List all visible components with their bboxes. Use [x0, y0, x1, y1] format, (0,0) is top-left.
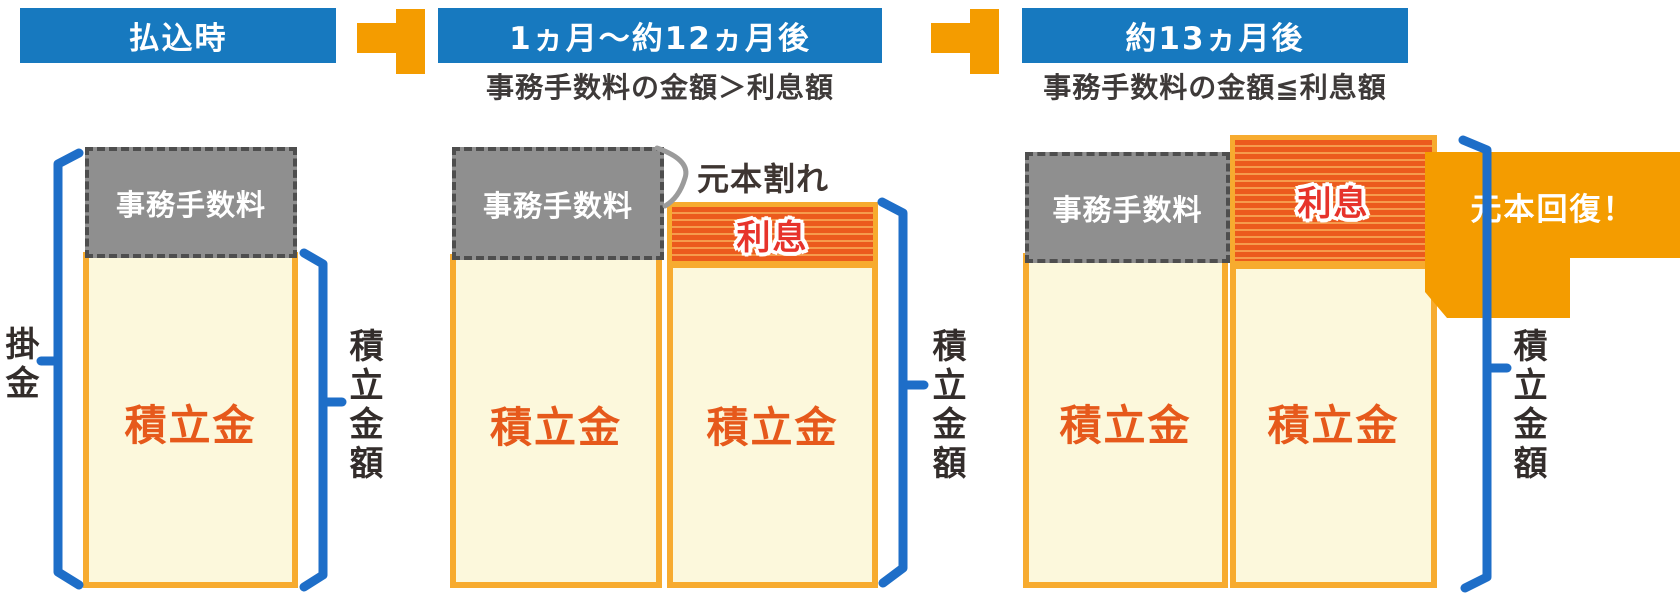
stage3-header-bar: 約13ヵ月後: [1022, 8, 1408, 63]
stage2-fee-label: 事務手数料: [482, 188, 633, 223]
stage2-fee-box: 事務手数料: [452, 147, 664, 260]
stage2-principal-right-box: [667, 262, 878, 588]
arrow-step1-icon: [357, 23, 397, 53]
arrow-step1-icon: [396, 9, 425, 74]
stage1-premium-bracket: [36, 148, 84, 590]
stage1-principal-label: 積立金: [124, 401, 257, 450]
stage3-principal-right-box: [1230, 263, 1437, 588]
stage2-interest-label: 利息: [736, 217, 809, 258]
stage3-principal-left-box: [1023, 253, 1228, 588]
stage3-condition-text: 事務手数料の金額≦利息額: [1043, 71, 1387, 104]
stage3-principal-right-label: 積立金: [1267, 401, 1400, 450]
stage2-condition-text: 事務手数料の金額＞利息額: [485, 71, 834, 104]
arrow-step2-icon: [931, 23, 971, 53]
stage2-header-bar: 1ヵ月～約12ヵ月後: [438, 8, 882, 63]
stage3-fee-label: 事務手数料: [1052, 192, 1203, 227]
stage1-premium-label: 掛金: [0, 326, 39, 404]
stage3-fee-box: 事務手数料: [1025, 152, 1230, 263]
stage3-interest-box: 利息: [1230, 135, 1437, 266]
stage2-total-bracket: [877, 197, 929, 588]
stage3-total-bracket: [1458, 135, 1512, 593]
arrow-step2-icon: [970, 9, 999, 74]
principal-loss-arc-icon: [654, 145, 689, 209]
stage2-header-label: 1ヵ月～約12ヵ月後: [509, 21, 811, 57]
stage2-principal-left-box: [450, 254, 662, 588]
stage1-total-label: 積立金額: [343, 328, 383, 484]
stage3-header-label: 約13ヵ月後: [1125, 21, 1305, 57]
stage1-fee-label: 事務手数料: [115, 187, 266, 222]
stage1-fee-box: 事務手数料: [85, 147, 297, 258]
stage3-interest-label: 利息: [1297, 184, 1370, 224]
stage1-total-bracket: [299, 248, 347, 592]
stage2-principal-right-label: 積立金: [706, 403, 839, 452]
principal-loss-annotation: 元本割れ: [697, 160, 830, 198]
stage1-header-label: 払込時: [128, 21, 228, 57]
principal-recovery-label: 元本回復！: [1470, 192, 1636, 228]
stage2-principal-left-label: 積立金: [489, 403, 622, 452]
stage3-principal-left-label: 積立金: [1059, 401, 1192, 450]
stage2-total-label: 積立金額: [926, 328, 966, 484]
stage1-header-bar: 払込時: [20, 8, 336, 63]
stage2-interest-box: 利息: [667, 202, 878, 266]
stage3-total-label: 積立金額: [1507, 328, 1547, 484]
